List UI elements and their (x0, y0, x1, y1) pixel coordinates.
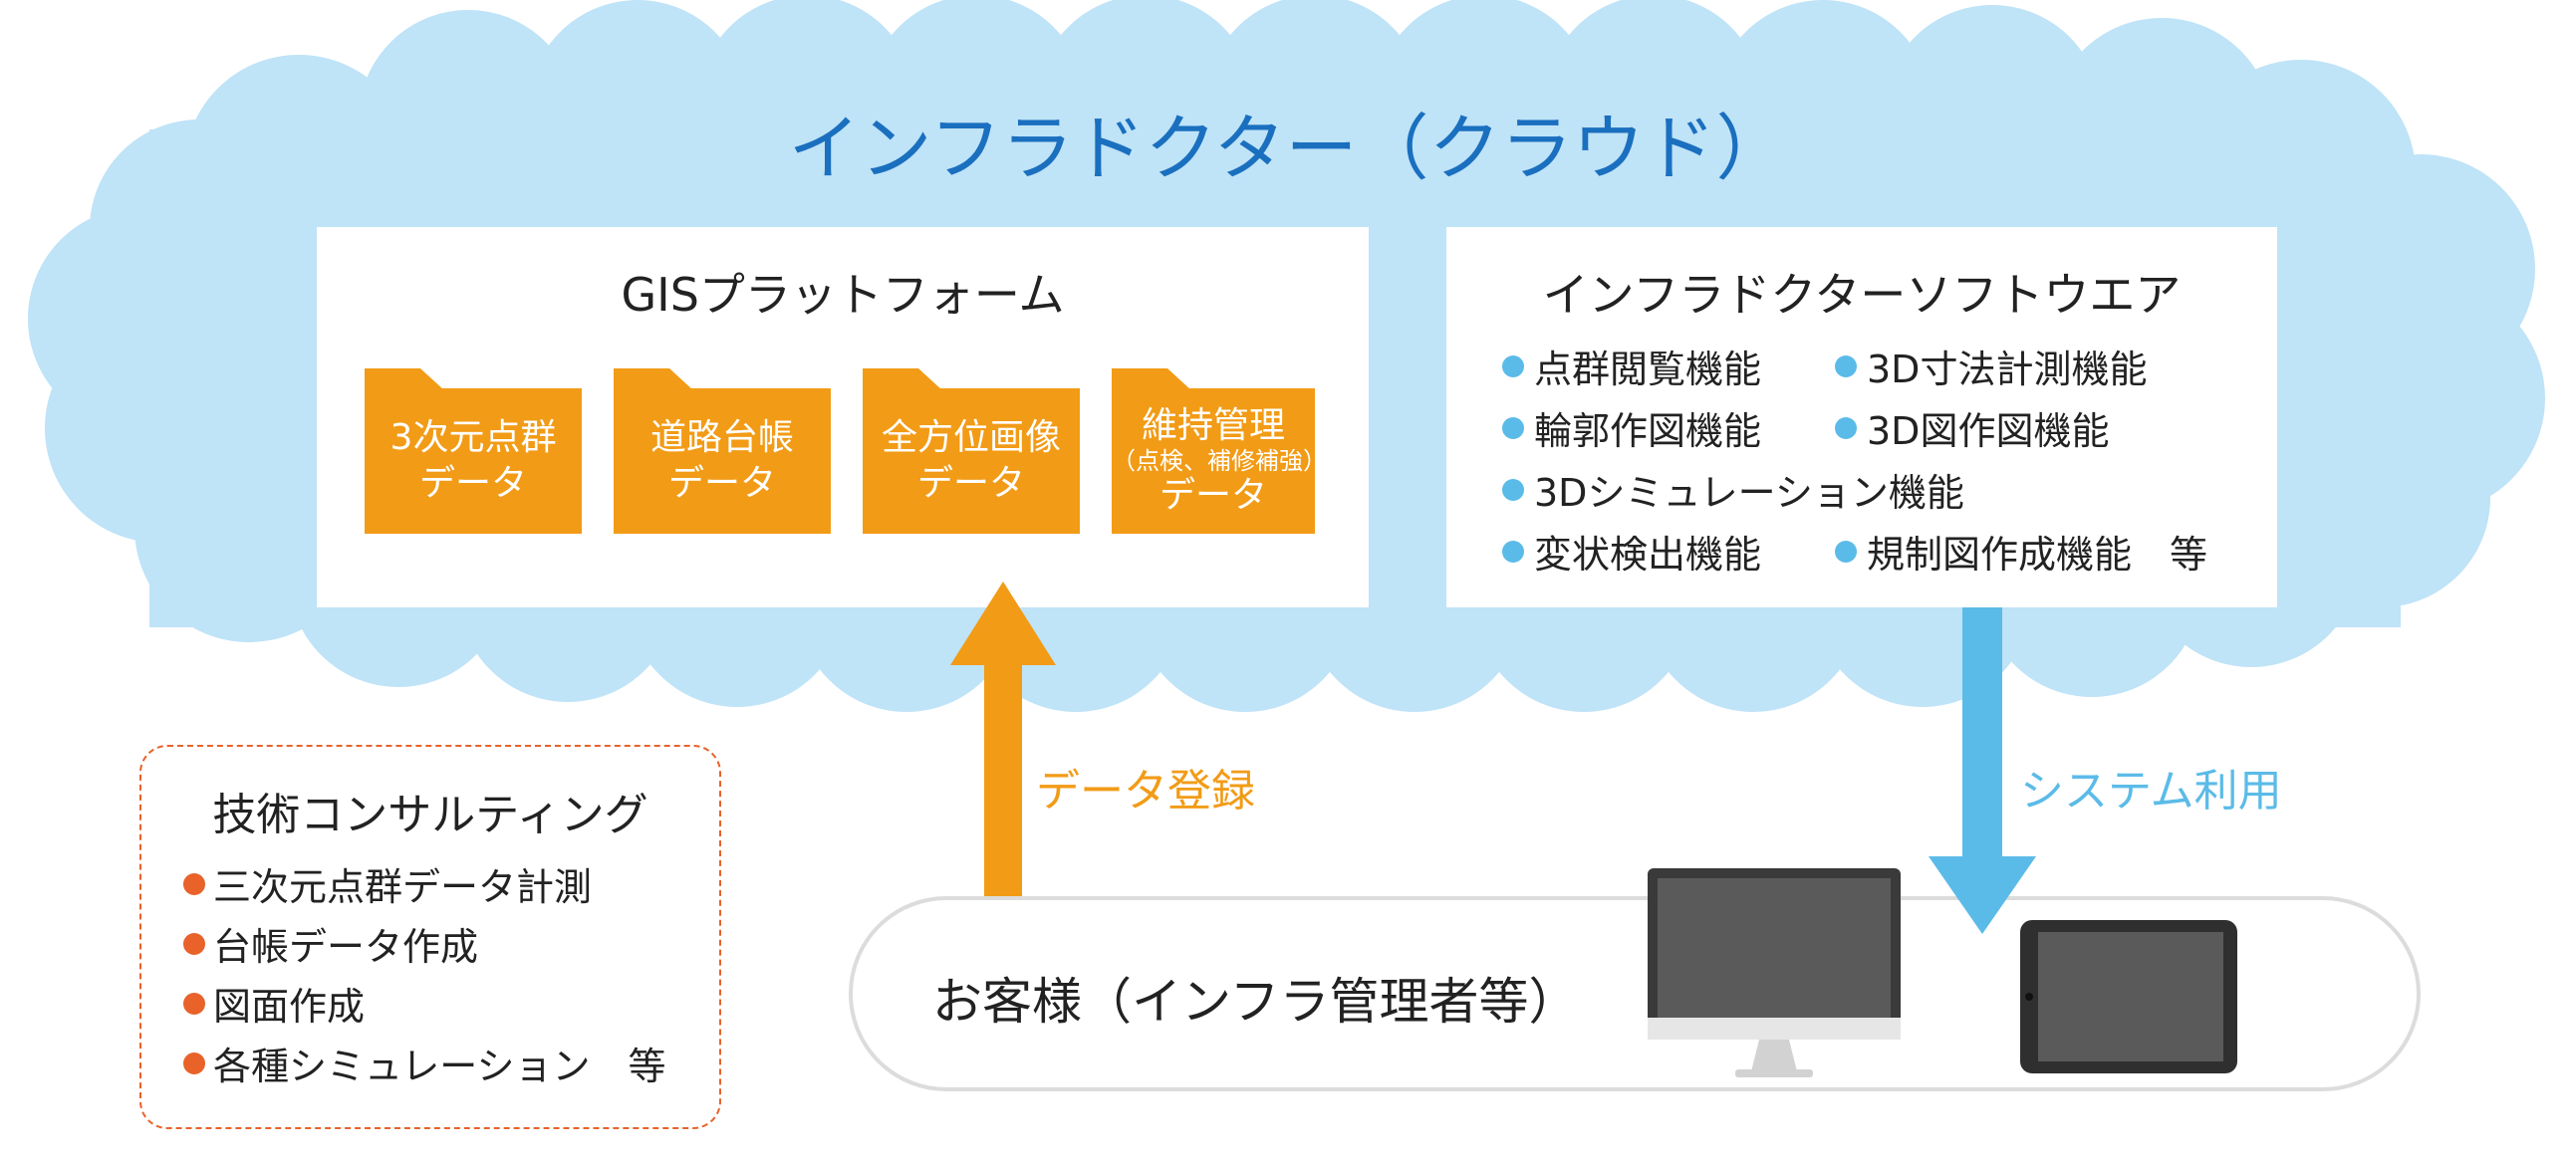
feature-item: 点群閲覧機能 (1502, 339, 1761, 393)
bullet-dot-icon (183, 872, 205, 895)
feature-item: 3D寸法計測機能 (1835, 339, 2147, 393)
cloud-title: インフラドクター（クラウド） (788, 107, 1788, 190)
bullet-dot-icon (183, 992, 205, 1015)
system-use-arrow (1929, 607, 2036, 934)
feature-item: 輪郭作図機能 (1502, 400, 1761, 455)
system-use-label: システム利用 (2020, 766, 2282, 817)
consulting-item: 図面作成 (183, 976, 365, 1031)
feature-item: 3D図作図機能 (1835, 400, 2109, 455)
folder-label: データ (418, 463, 527, 504)
feature-item: 3Dシミュレーション機能 (1502, 462, 1964, 517)
bullet-dot-icon (183, 932, 205, 955)
feature-item: 規制図作成機能 等 (1835, 524, 2207, 579)
bullet-dot-icon (1835, 540, 1857, 563)
feature-item: 変状検出機能 (1502, 524, 1761, 579)
folder-label: 道路台帳 (649, 417, 794, 458)
folder-label: 維持管理 (1141, 405, 1285, 446)
folder-label: データ (916, 463, 1025, 504)
bullet-dot-icon (1502, 354, 1524, 377)
folder-omnidirectional-image-data: 全方位画像 データ (863, 368, 1080, 534)
bullet-dot-icon (1502, 478, 1524, 501)
devices (1648, 868, 2237, 1077)
folder-label: データ (667, 463, 776, 504)
consulting-item: 各種シミュレーション 等 (183, 1036, 665, 1090)
folder-road-ledger-data: 道路台帳 データ (614, 368, 831, 534)
customer-label: お客様（インフラ管理者等） (932, 973, 1579, 1031)
folder-label: データ (1159, 475, 1267, 516)
desktop-monitor-icon (1648, 868, 1901, 1077)
folder-icon (863, 368, 942, 390)
bullet-dot-icon (1502, 540, 1524, 563)
tablet-icon (2020, 920, 2237, 1073)
folder-label: 全方位画像 (881, 417, 1061, 458)
gis-platform-panel: GISプラットフォーム 3次元点群 データ 道路台帳 データ 全方位画像 データ (317, 227, 1369, 607)
technical-consulting-box: 技術コンサルティング 三次元点群データ計測 台帳データ作成 図面作成 各種シミュ… (139, 745, 721, 1129)
folder-point-cloud-data: 3次元点群 データ (365, 368, 582, 534)
bullet-dot-icon (1502, 416, 1524, 439)
bullet-dot-icon (1835, 354, 1857, 377)
data-registration-label: データ登録 (1036, 766, 1255, 817)
software-title: インフラドクターソフトウエア (1542, 268, 2182, 322)
consulting-item: 台帳データ作成 (183, 916, 478, 971)
bullet-dot-icon (1835, 416, 1857, 439)
folder-maintenance-data: 維持管理 （点検、補修補強） データ (1112, 368, 1327, 534)
consulting-title: 技術コンサルティング (212, 790, 648, 840)
folder-label: 3次元点群 (389, 417, 557, 458)
folder-icon (1112, 368, 1191, 390)
bullet-dot-icon (183, 1051, 205, 1074)
gis-platform-title: GISプラットフォーム (621, 268, 1065, 322)
data-registration-arrow (950, 582, 1056, 896)
consulting-item: 三次元点群データ計測 (183, 856, 592, 911)
folder-icon (614, 368, 693, 390)
software-panel: インフラドクターソフトウエア 点群閲覧機能 3D寸法計測機能 輪郭作図機能 3D… (1446, 227, 2277, 607)
folder-sublabel: （点検、補修補強） (1112, 447, 1327, 475)
folder-icon (365, 368, 444, 390)
